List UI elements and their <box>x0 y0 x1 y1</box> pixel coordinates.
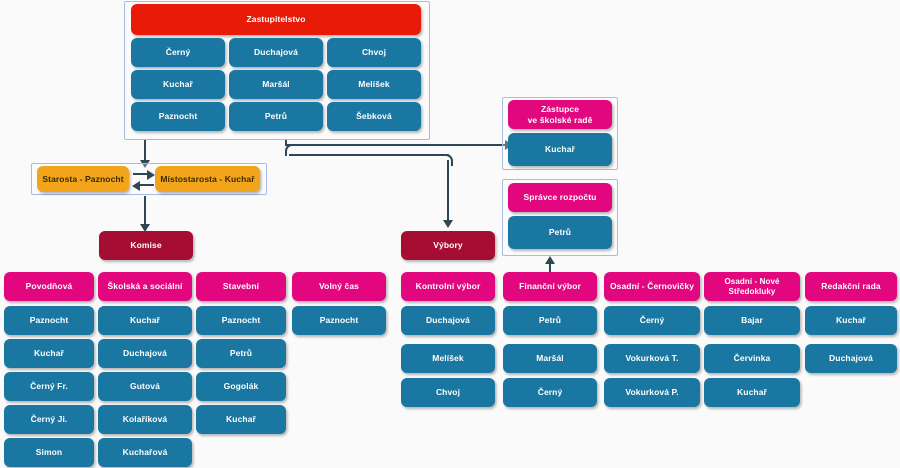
committee-member[interactable]: Melíšek <box>401 344 495 373</box>
committee-member[interactable]: Červinka <box>704 344 800 373</box>
arrow-deputy-to-mayor <box>132 181 140 191</box>
commission-member[interactable]: Gogolák <box>196 372 286 401</box>
connector-leadership-to-komise <box>144 196 146 226</box>
committee-member[interactable]: Maršál <box>503 344 597 373</box>
arrow-mayor-to-deputy <box>147 170 155 180</box>
committee-member[interactable]: Bajar <box>704 306 800 335</box>
council-member-sebkova[interactable]: Šebková <box>327 102 421 131</box>
connector-council-right-top <box>285 144 509 146</box>
node-zastupce-ve-skolske-rade[interactable]: Zástupce ve školské radě <box>508 100 612 129</box>
committee-member[interactable]: Vokurková T. <box>604 344 700 373</box>
commission-header-skolska-a-socialni[interactable]: Školská a sociální <box>98 272 192 301</box>
connector-council-to-leadership <box>144 140 146 162</box>
commission-member[interactable]: Kuchařová <box>98 438 192 467</box>
connector-mayor-to-deputy <box>133 173 151 175</box>
node-school-board-member[interactable]: Kuchař <box>508 133 612 166</box>
committee-member[interactable]: Černý <box>604 306 700 335</box>
committee-member[interactable]: Kuchař <box>704 378 800 407</box>
council-member-marsal[interactable]: Maršál <box>229 70 323 99</box>
node-vybory[interactable]: Výbory <box>401 231 495 260</box>
connector-council-down-stub <box>285 140 287 146</box>
council-member-chvoj[interactable]: Chvoj <box>327 38 421 67</box>
committee-header-kontrolni-vybor[interactable]: Kontrolní výbor <box>401 272 495 301</box>
committee-header-osadni-nove-stredokluky[interactable]: Osadní - Nové Středokluky <box>704 272 800 301</box>
commission-member[interactable]: Černý Fr. <box>4 372 94 401</box>
node-komise[interactable]: Komise <box>99 231 193 260</box>
commission-header-povodnova[interactable]: Povodňová <box>4 272 94 301</box>
commission-member[interactable]: Kuchař <box>98 306 192 335</box>
committee-member[interactable]: Duchajová <box>401 306 495 335</box>
connector-council-right-lower <box>289 154 449 156</box>
committee-header-redakcni-rada[interactable]: Redakční rada <box>805 272 897 301</box>
node-budget-admin-member[interactable]: Petrů <box>508 216 612 249</box>
committee-member[interactable]: Chvoj <box>401 378 495 407</box>
connector-down-to-vybory <box>447 160 449 222</box>
committee-header-financni-vybor[interactable]: Finanční výbor <box>503 272 597 301</box>
node-starosta[interactable]: Starosta - Paznocht <box>37 166 129 192</box>
node-zastupitelstvo[interactable]: Zastupitelstvo <box>131 4 421 35</box>
commission-header-stavebni[interactable]: Stavební <box>196 272 286 301</box>
council-member-melisek[interactable]: Melíšek <box>327 70 421 99</box>
school-board-header-line1: Zástupce <box>540 103 580 114</box>
committee-member[interactable]: Kuchař <box>805 306 897 335</box>
commission-member[interactable]: Černý Ji. <box>4 405 94 434</box>
connector-deputy-to-mayor <box>136 184 154 186</box>
committee-header-osadni-cernovicky[interactable]: Osadní - Černovičky <box>604 272 700 301</box>
council-member-kuchar[interactable]: Kuchař <box>131 70 225 99</box>
commission-header-volny-cas[interactable]: Volný čas <box>292 272 386 301</box>
arrow-financni-to-spravce <box>545 256 555 264</box>
committee-member[interactable]: Vokurková P. <box>604 378 700 407</box>
committee-member[interactable]: Duchajová <box>805 344 897 373</box>
commission-member[interactable]: Gutová <box>98 372 192 401</box>
commission-member[interactable]: Simon <box>4 438 94 467</box>
council-member-duchajova[interactable]: Duchajová <box>229 38 323 67</box>
commission-member[interactable]: Kuchař <box>196 405 286 434</box>
school-board-header-line2: ve školské radě <box>527 114 593 125</box>
node-spravce-rozpoctu[interactable]: Správce rozpočtu <box>508 183 612 212</box>
council-member-petru[interactable]: Petrů <box>229 102 323 131</box>
node-mistostarosta[interactable]: Místostarosta - Kuchař <box>155 166 260 192</box>
committee-member[interactable]: Černý <box>503 378 597 407</box>
commission-member[interactable]: Paznocht <box>196 306 286 335</box>
council-member-cerny[interactable]: Černý <box>131 38 225 67</box>
connector-corner-left <box>285 144 295 156</box>
committee-member[interactable]: Petrů <box>503 306 597 335</box>
council-member-paznocht[interactable]: Paznocht <box>131 102 225 131</box>
commission-member[interactable]: Kuchař <box>4 339 94 368</box>
commission-member[interactable]: Kolaříková <box>98 405 192 434</box>
arrow-to-vybory <box>443 220 453 228</box>
connector-corner-right <box>443 154 453 166</box>
commission-member[interactable]: Petrů <box>196 339 286 368</box>
commission-member[interactable]: Duchajová <box>98 339 192 368</box>
arrow-leadership-to-komise <box>140 224 150 232</box>
arrow-council-to-leadership <box>140 160 150 168</box>
commission-member[interactable]: Paznocht <box>4 306 94 335</box>
commission-member[interactable]: Paznocht <box>292 306 386 335</box>
